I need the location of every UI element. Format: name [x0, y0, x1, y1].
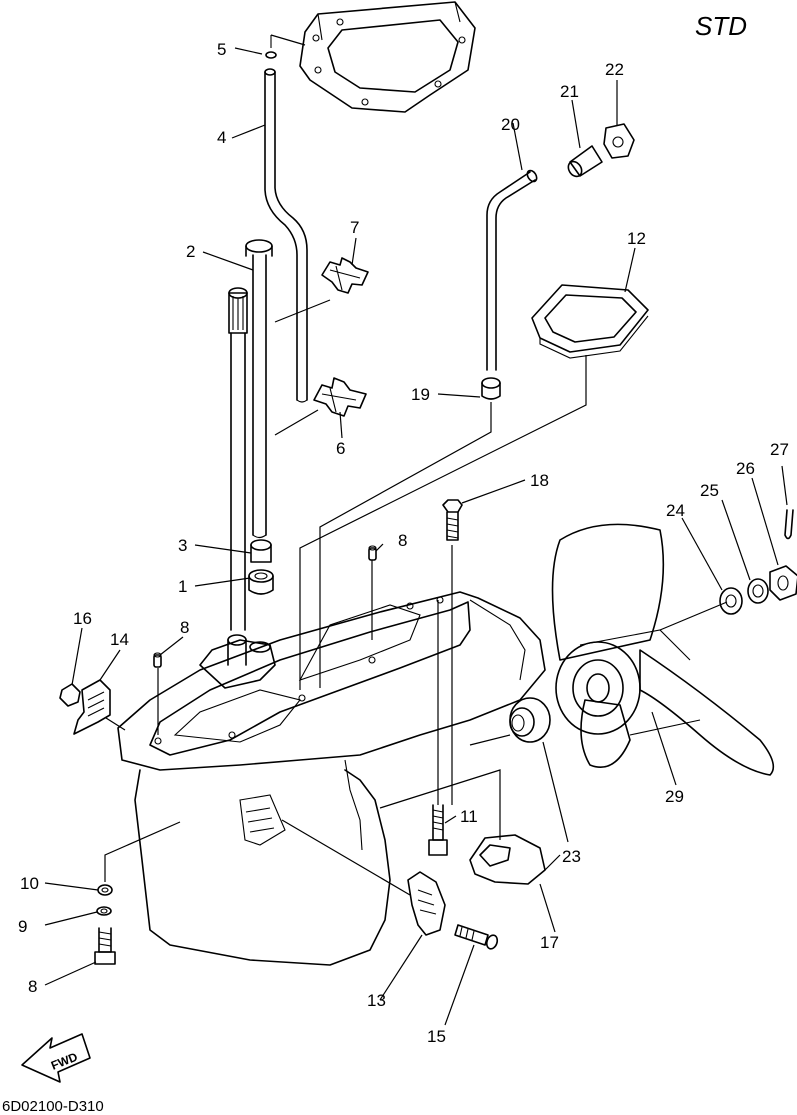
part-18-trim-tab	[469, 834, 546, 885]
callout-12: 11	[460, 807, 478, 826]
exhaust-plate-part	[299, 1, 476, 113]
callout-8-left: 8	[180, 618, 189, 637]
part-10-lockwasher	[96, 906, 112, 916]
callout-3: 3	[178, 536, 187, 555]
part-2-tube	[245, 239, 273, 539]
part-26-washer	[747, 578, 769, 604]
part-25-spacer	[719, 587, 743, 615]
leader-lines	[44, 47, 788, 1026]
part-4-water-tube	[264, 68, 308, 403]
callout-2: 2	[186, 242, 195, 261]
callout-7: 7	[350, 218, 359, 237]
callout-26: 25	[700, 481, 719, 500]
callout-29: 29	[665, 787, 684, 806]
callout-6: 6	[336, 439, 345, 458]
part-17-nut	[59, 683, 81, 707]
part-15-anode	[73, 679, 111, 735]
callout-10: 9	[18, 917, 27, 936]
callout-23: 22	[605, 60, 624, 79]
part-21-tube	[486, 169, 538, 371]
part-6-clip	[313, 377, 367, 417]
callout-8-right: 8	[398, 531, 407, 550]
part-16-bolt	[454, 924, 499, 950]
callout-5: 5	[217, 40, 226, 59]
part-19-bolt	[442, 499, 463, 541]
callout-18: 17	[540, 933, 559, 952]
diagram-code: 6D02100-D310	[2, 1098, 104, 1115]
part-11-washer	[97, 884, 113, 896]
part-29-propeller	[551, 523, 775, 776]
part-12-bolt	[428, 804, 448, 856]
callout-4: 4	[217, 128, 226, 147]
part-24-thrust-washer	[509, 697, 551, 743]
callout-16: 15	[427, 1027, 446, 1046]
part-14-anode	[407, 871, 446, 936]
part-8-pin-right	[368, 545, 377, 561]
callout-27: 26	[736, 459, 755, 478]
callout-14: 13	[367, 991, 386, 1010]
lower-unit-housing	[117, 591, 546, 966]
part-1-seal	[248, 569, 274, 595]
callout-28: 27	[770, 440, 789, 459]
callout-labels: 5 4 2 3 1 7 6 8 8 18 19 20 21 22 12 16 1…	[18, 40, 789, 1046]
callout-21: 20	[501, 115, 520, 134]
callout-20: 19	[411, 385, 430, 404]
variant-label: STD	[695, 11, 747, 41]
callout-13: 12	[627, 229, 646, 248]
part-20-grommet	[481, 377, 501, 400]
callout-11: 10	[20, 874, 39, 893]
callout-9: 8	[28, 977, 37, 996]
callout-22: 21	[560, 82, 579, 101]
part-8-pin-left	[153, 652, 162, 668]
part-23-nut	[603, 123, 635, 159]
part-7-clip	[321, 257, 369, 294]
part-28-cotter-pin	[784, 509, 794, 540]
part-27-nut	[769, 565, 797, 601]
callout-25: 24	[666, 501, 685, 520]
fwd-arrow-icon: FWD	[21, 1033, 91, 1083]
callout-15: 14	[110, 630, 129, 649]
callout-19: 18	[530, 471, 549, 490]
part-5-ring	[265, 34, 306, 59]
part-22-sleeve	[567, 145, 603, 178]
callout-1: 1	[178, 577, 187, 596]
part-3-bushing	[250, 539, 272, 563]
callout-24: 23	[562, 847, 581, 866]
part-9-bolt	[94, 927, 116, 965]
callout-17: 16	[73, 609, 92, 628]
part-13-gasket	[531, 284, 649, 359]
